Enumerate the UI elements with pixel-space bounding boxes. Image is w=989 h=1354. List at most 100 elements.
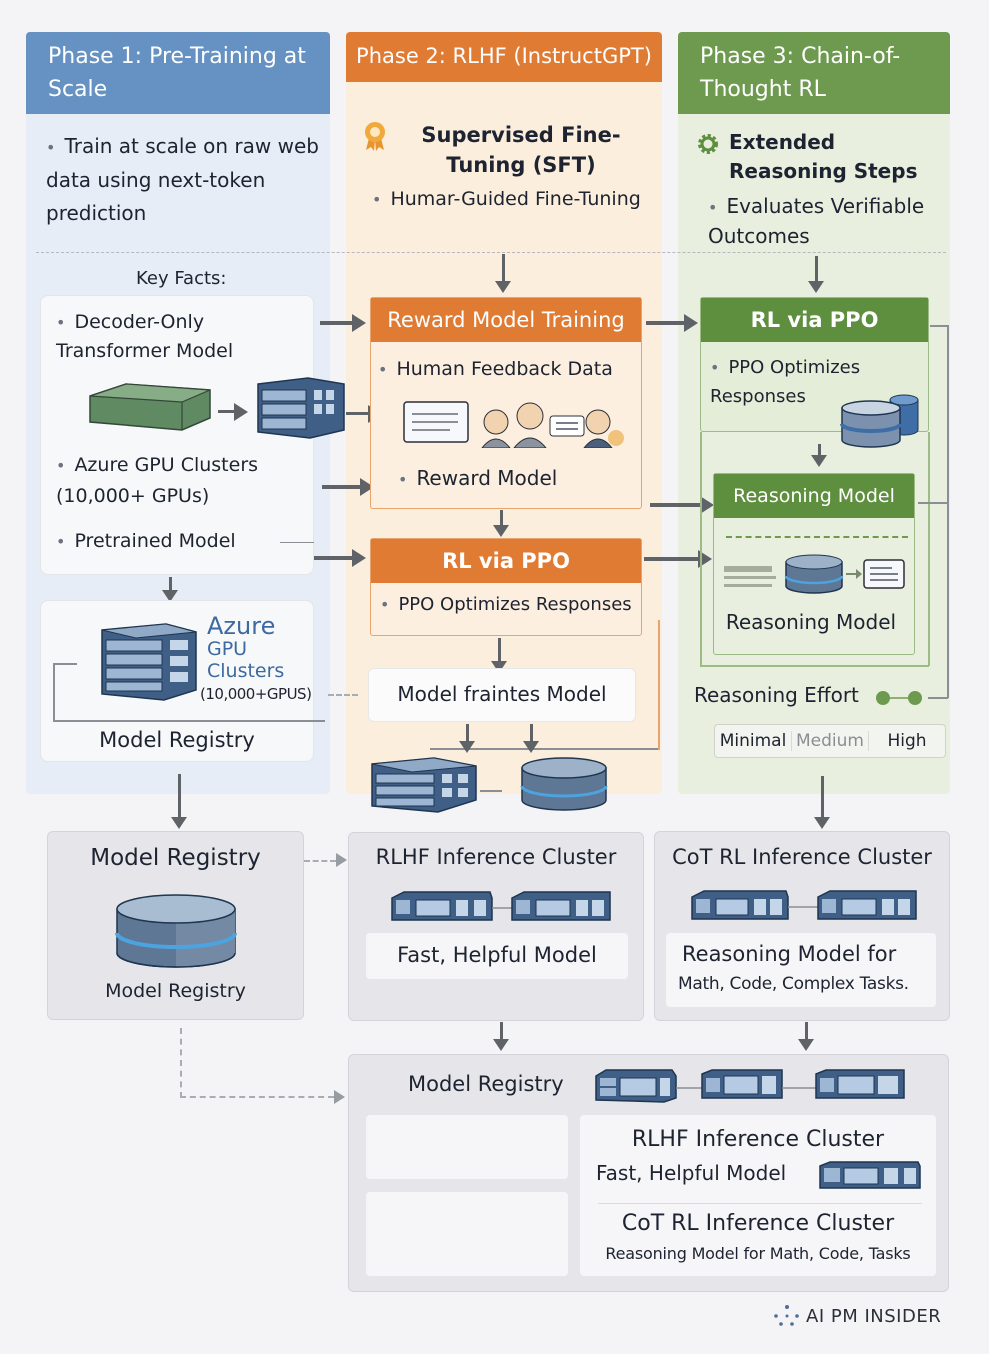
dashed-connector <box>180 1096 334 1098</box>
arrow <box>494 1022 508 1051</box>
award-badge-icon <box>362 120 388 152</box>
empty-slot <box>366 1192 568 1276</box>
effort-option-medium[interactable]: Medium <box>792 731 869 751</box>
divider <box>598 1203 922 1204</box>
section-divider <box>36 252 946 253</box>
arrow <box>646 314 698 332</box>
bullet <box>46 134 64 158</box>
ppo-bullet: PPO Optimizes Responses <box>380 590 632 620</box>
arrow <box>492 638 506 673</box>
dashed-connector <box>328 694 358 696</box>
dashed-connector <box>180 1028 182 1098</box>
reasoning-effort-label: Reasoning Effort <box>694 683 859 707</box>
fact-azure-gpu: Azure GPU Clusters (10,000+ GPUs) <box>56 450 306 511</box>
rl-via-ppo-box-phase2: RL via PPO <box>370 538 642 636</box>
combined-cot-label: Reasoning Model for Math, Code, Tasks <box>605 1244 911 1263</box>
database-icon <box>520 756 608 812</box>
server-cluster-icon <box>88 614 198 704</box>
combined-title: Model Registry <box>408 1072 564 1096</box>
server-chain-icon <box>594 1066 908 1106</box>
cot-cluster-label-box <box>666 933 936 1007</box>
arrow <box>650 496 714 514</box>
reasoning-effort-slider[interactable] <box>876 690 924 706</box>
server-pair-icon <box>390 890 612 926</box>
reasoning-pipeline-icon <box>722 554 908 596</box>
model-registry-title: Model Registry <box>90 845 261 871</box>
arrow <box>524 724 538 753</box>
arrow <box>172 774 186 829</box>
arrow <box>496 254 510 293</box>
reasoning-effort-selector[interactable]: Minimal Medium High <box>714 724 946 758</box>
cot-cluster-label-line1: Reasoning Model for <box>682 942 897 966</box>
arrow <box>314 549 366 567</box>
server-pair-icon <box>690 889 920 925</box>
rlhf-cluster-title: RLHF Inference Cluster <box>375 845 617 869</box>
sft-title: Supervised Fine-Tuning (SFT) <box>421 123 621 177</box>
reasoning-model-label: Reasoning Model <box>725 610 897 634</box>
column-border <box>700 665 929 667</box>
reward-model-training-title: Reward Model Training <box>371 298 641 342</box>
phase-3-title: Phase 3: Chain-of-Thought RL <box>678 32 950 114</box>
output-line <box>430 748 658 750</box>
dashed-divider <box>726 536 908 538</box>
gear-icon <box>696 132 720 156</box>
arrow <box>644 550 712 568</box>
rl-via-ppo-title: RL via PPO <box>701 298 928 342</box>
rl-via-ppo-title: RL via PPO <box>371 539 641 583</box>
rlhf-cluster-label: Fast, Helpful Model <box>397 943 597 967</box>
azure-card-footer: Model Registry <box>99 728 255 752</box>
database-stack-icon <box>840 392 922 448</box>
empty-slot <box>366 1115 568 1179</box>
cot-cluster-label-line2: Math, Code, Complex Tasks. <box>678 974 909 994</box>
cot-cluster-title: CoT RL Inference Cluster <box>672 845 932 869</box>
arrow <box>322 478 374 496</box>
azure-title: Azure <box>207 612 276 640</box>
arrow <box>809 256 823 293</box>
model-output-box <box>368 668 636 722</box>
effort-option-high[interactable]: High <box>887 731 927 751</box>
arrow <box>218 404 248 420</box>
key-facts-card <box>40 295 314 575</box>
connector-line <box>280 542 314 543</box>
human-feedback-icon <box>402 396 628 448</box>
effort-option-minimal[interactable]: Minimal <box>715 731 792 751</box>
arrow-head <box>336 853 347 867</box>
phase-1-title: Phase 1: Pre-Training at Scale <box>26 32 330 114</box>
model-registry-label: Model Registry <box>105 980 246 1002</box>
combined-rlhf-label: Fast, Helpful Model <box>596 1161 787 1185</box>
extended-reasoning-bullet: Evaluates Verifiable Outcomes <box>708 192 943 251</box>
phase-1-summary: Train at scale on raw web data using nex… <box>46 130 326 230</box>
feedback-line <box>947 325 949 698</box>
loop-line <box>53 720 325 722</box>
sft-bullet: Humar-Guided Fine-Tuning <box>372 184 641 215</box>
feedback-line <box>930 325 948 327</box>
arrow <box>320 314 366 332</box>
dots-logo-icon <box>774 1305 799 1326</box>
reasoning-model-title: Reasoning Model <box>714 474 914 518</box>
arrow <box>812 444 826 467</box>
reward-model-bullet: Reward Model <box>398 463 557 495</box>
azure-subtitle-clusters: Clusters <box>207 660 285 682</box>
server-rack-icon <box>250 374 346 440</box>
combined-clusters-box <box>580 1115 936 1276</box>
arrow-head <box>334 1090 345 1104</box>
azure-gpu-count: (10,000+GPUS) <box>200 685 312 703</box>
model-output-label: Model fraintes Model <box>397 682 607 706</box>
arrow <box>494 510 508 537</box>
human-feedback-bullet: Human Feedback Data <box>378 354 613 385</box>
column-border <box>928 432 930 666</box>
combined-cot-title: CoT RL Inference Cluster <box>621 1211 895 1236</box>
dashed-connector <box>304 860 336 862</box>
feedback-line <box>918 502 948 504</box>
combined-rlhf-title: RLHF Inference Cluster <box>631 1127 885 1152</box>
slider-handle[interactable] <box>876 691 890 705</box>
column-border <box>700 432 702 666</box>
database-icon <box>115 893 237 971</box>
feedback-line <box>928 697 948 699</box>
fact-pretrained-model: Pretrained Model <box>56 526 236 557</box>
ppo-bullet-phase3: PPO Optimizes Responses <box>710 353 880 411</box>
fact-decoder-only: Decoder-Only Transformer Model <box>56 308 296 365</box>
column-border <box>658 620 660 750</box>
arrow <box>346 406 382 422</box>
slider-handle[interactable] <box>908 691 922 705</box>
